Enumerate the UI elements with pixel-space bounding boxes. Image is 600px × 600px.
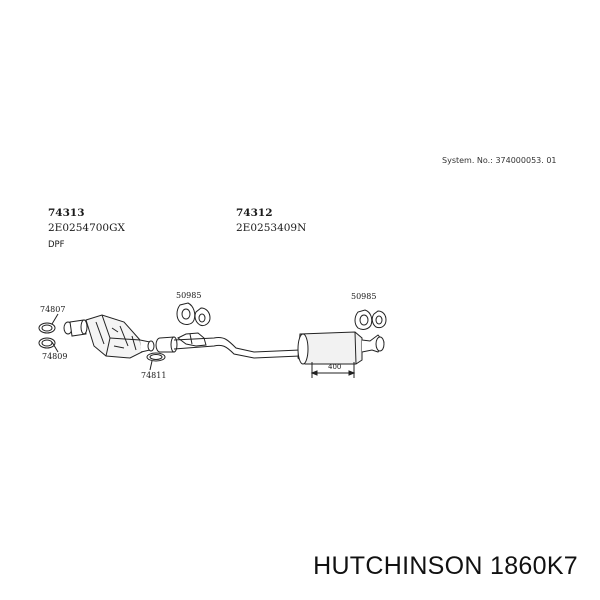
dimension-line-400	[310, 362, 356, 378]
leader-clamp	[149, 360, 153, 371]
clamp-ring	[146, 352, 166, 362]
front-rubber-hangers	[176, 302, 211, 326]
leader-gasket-bottom	[51, 341, 59, 353]
callout-hanger-front: 50985	[176, 291, 202, 300]
callout-gasket-bottom: 74809	[42, 352, 68, 361]
callout-hanger-rear: 50985	[351, 292, 377, 301]
dpf-unit	[85, 314, 155, 359]
callout-clamp: 74811	[141, 371, 167, 380]
rear-part-number: 74312	[236, 207, 273, 219]
system-number: System. No.: 374000053. 01	[442, 156, 557, 165]
rear-silencer	[297, 331, 385, 365]
footer-brand-part: HUTCHINSON 1860K7	[313, 552, 578, 580]
callout-gasket-top: 74807	[40, 305, 66, 314]
front-part-reference: 2E0254700GX	[48, 222, 125, 234]
leader-gasket-top	[51, 313, 59, 325]
connector-sleeve	[155, 336, 178, 353]
rear-rubber-hangers	[354, 309, 387, 330]
main-pipe	[173, 337, 305, 353]
front-inlet-flange	[63, 319, 88, 337]
gasket-ring-top	[38, 322, 56, 334]
gasket-ring-bottom	[38, 337, 56, 349]
front-part-note: DPF	[48, 240, 65, 250]
front-part-number: 74313	[48, 207, 85, 219]
dimension-label: 400	[328, 363, 341, 371]
rear-part-reference: 2E0253409N	[236, 222, 307, 234]
